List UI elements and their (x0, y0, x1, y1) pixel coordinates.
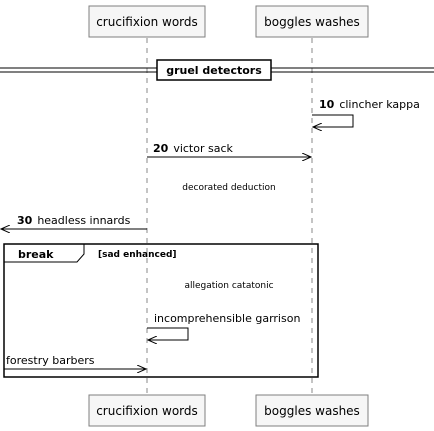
participant-bottom-crucifixion-words: crucifixion words (88, 394, 206, 427)
message-label: forestry barbers (6, 354, 95, 367)
participant-top-boggles-washes: boggles washes (255, 5, 369, 38)
participant-label: boggles washes (264, 15, 360, 29)
divider-label: gruel detectors (166, 64, 262, 77)
participant-label: boggles washes (264, 404, 360, 418)
fragment-operator: break (18, 248, 54, 261)
participant-top-crucifixion-words: crucifixion words (88, 5, 206, 38)
message-self-crucifixion: incomprehensible garrison (147, 312, 300, 340)
participant-label: crucifixion words (96, 15, 198, 29)
note-decorated-deduction: decorated deduction (182, 183, 275, 193)
note-allegation-catatonic: allegation catatonic (184, 281, 273, 291)
participant-bottom-boggles-washes: boggles washes (255, 394, 369, 427)
message-forestry-barbers: forestry barbers (4, 354, 146, 369)
participant-label: crucifixion words (96, 404, 198, 418)
message-label: incomprehensible garrison (154, 312, 300, 325)
break-fragment: break [sad enhanced] (3, 243, 319, 378)
section-divider: gruel detectors (0, 59, 434, 81)
fragment-guard: [sad enhanced] (98, 250, 177, 260)
